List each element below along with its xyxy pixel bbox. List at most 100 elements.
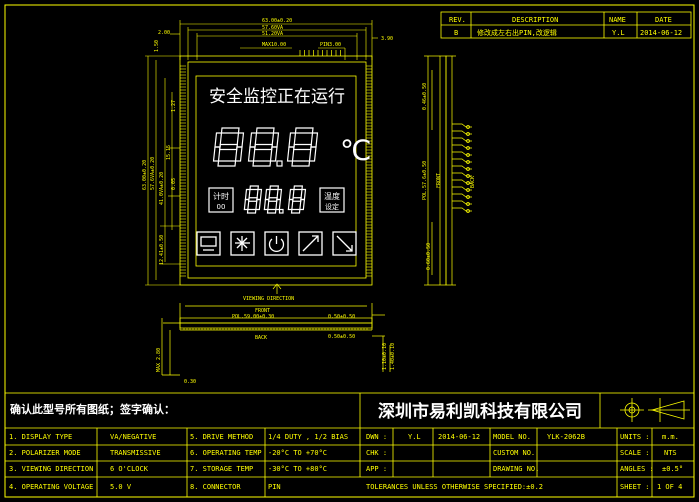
- digit-segment: [275, 198, 282, 211]
- left-bottom-label: 0.30: [184, 379, 196, 385]
- side-lead-dot: [466, 188, 470, 192]
- width-vo-label: 57.60VA: [262, 25, 283, 31]
- digit-segment: [249, 132, 258, 148]
- left-dimensions: [145, 55, 180, 286]
- scale-value: NTS: [664, 449, 677, 457]
- spec-value: TRANSMISSIVE: [110, 449, 161, 457]
- date-value: 2014-06-12: [640, 29, 682, 37]
- projection-symbol: [620, 398, 690, 422]
- power-icon: [264, 231, 289, 256]
- digit-segment: [269, 185, 280, 191]
- spec-label: 8. CONNECTOR: [190, 483, 241, 491]
- side-lead-pins: [452, 123, 472, 213]
- sheet-value: 1 OF 4: [657, 483, 682, 491]
- side-lead-dot: [466, 146, 470, 150]
- temp-box-top: 温度: [324, 191, 340, 201]
- dwn-date: 2014-06-12: [438, 433, 480, 441]
- decimal-point: [278, 208, 284, 214]
- model-value: YLK-2062B: [547, 433, 585, 441]
- spec-label: 6. OPERATING TEMP: [190, 449, 262, 457]
- width-va-label: 51.20VA: [262, 31, 283, 37]
- snowflake-icon: [230, 231, 255, 256]
- digit-segment: [214, 132, 223, 148]
- side-lead-dot: [466, 160, 470, 164]
- digit-segment: [286, 146, 295, 162]
- h-d-label: 1.40±0.10: [390, 343, 396, 370]
- confirm-text: 确认此型号所有图纸；签字确认：: [10, 402, 175, 416]
- side-view: [424, 55, 456, 286]
- h-c-label: 1.10±0.10: [382, 343, 388, 370]
- side-lead-dot: [466, 174, 470, 178]
- temp-set-box: [319, 187, 345, 213]
- side-lead: [452, 130, 472, 135]
- digit-segment: [217, 160, 237, 167]
- digit-segment: [291, 160, 311, 167]
- digit-segment: [219, 143, 238, 151]
- description-value: 修改成左右出PIN,改逻辑: [477, 28, 557, 37]
- side-lead-dot: [466, 139, 470, 143]
- spec-label: 2. POLARIZER MODE: [9, 449, 81, 457]
- digit-segment: [247, 146, 256, 162]
- digit-segment: [308, 146, 317, 162]
- icon-row: [196, 231, 357, 256]
- sheet-label: SHEET :: [620, 483, 650, 491]
- app-label: APP :: [366, 465, 387, 473]
- vert-a-label: 15.15: [166, 145, 172, 160]
- vert-outer-label: 63.00±0.20: [142, 160, 148, 190]
- digit-segment: [236, 132, 245, 148]
- digit-segment: [255, 198, 262, 211]
- side-lead: [452, 137, 472, 142]
- spec-value: 5.0 V: [110, 483, 132, 491]
- viewing-direction-label: VIEWING DIRECTION: [243, 296, 294, 302]
- top-pin-row: [299, 50, 341, 56]
- side-c-label: 0.60±0.50: [426, 243, 432, 270]
- spec-value: -30°C TO +80°C: [268, 465, 327, 473]
- spec-label: 5. DRIVE METHOD: [190, 433, 253, 441]
- digit-segment: [220, 127, 240, 134]
- rev-value: B: [454, 29, 458, 37]
- spec-label: 7. STORAGE TEMP: [190, 465, 253, 473]
- digit-segment: [268, 197, 278, 202]
- side-lead: [452, 151, 472, 156]
- front-label: FRONT: [255, 308, 270, 314]
- digit-segment: [310, 132, 319, 148]
- right-offset-label: 3.90: [381, 36, 393, 42]
- spec-value: PIN: [268, 483, 281, 491]
- timer-box: [208, 187, 234, 213]
- top-dimensions: [170, 20, 378, 60]
- digit-segment: [255, 127, 275, 134]
- model-label: MODEL NO.: [493, 433, 531, 441]
- digit-segment: [254, 143, 273, 151]
- side-lead: [452, 186, 472, 191]
- side-lead-dot: [466, 195, 470, 199]
- decimal-point: [276, 160, 283, 167]
- spec-value: -20°C TO +70°C: [268, 449, 327, 457]
- angles-label: ANGLES :: [620, 465, 654, 473]
- digit-segment: [264, 188, 271, 201]
- scale-label: SCALE :: [620, 449, 650, 457]
- spec-label: 1. DISPLAY TYPE: [9, 433, 72, 441]
- side-lead-dot: [466, 125, 470, 129]
- side-lead: [452, 179, 472, 184]
- max-left-label: MAX10.00: [262, 42, 286, 48]
- temp-box-bottom: 设定: [325, 202, 339, 211]
- rev-header: REV.: [449, 16, 466, 24]
- side-back-label: BACK: [470, 176, 476, 188]
- digit-segment: [294, 127, 314, 134]
- timer-box-bottom: 00: [217, 203, 226, 211]
- spec-value: 1/4 DUTY , 1/2 BIAS: [268, 433, 348, 441]
- digit-segment: [269, 146, 278, 162]
- units-label: UNITS :: [620, 433, 650, 441]
- dwn-label: DWN :: [366, 433, 387, 441]
- vert-b-label: 1.27: [171, 100, 177, 112]
- description-header: DESCRIPTION: [512, 16, 558, 24]
- revision-table: [440, 11, 692, 39]
- digit-segment: [288, 132, 297, 148]
- drawing-label: DRAWING NO.: [493, 465, 539, 473]
- title-block-grid: [4, 392, 695, 498]
- side-lead: [452, 123, 472, 128]
- spec-value: 6 O'CLOCK: [110, 465, 149, 473]
- side-lead: [452, 158, 472, 163]
